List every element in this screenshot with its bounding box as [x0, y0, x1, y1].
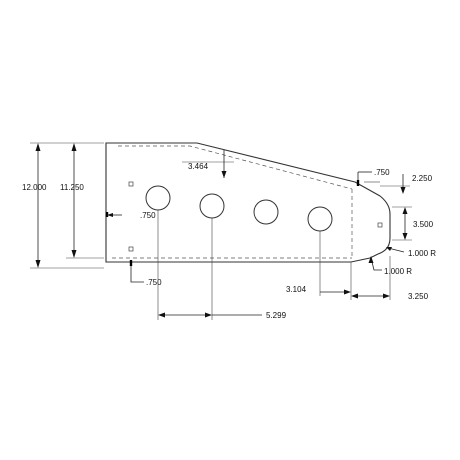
dim-overall-height: 12.000 [22, 142, 104, 269]
label-overall-height: 12.000 [22, 183, 47, 192]
ref-square-upper [128, 181, 134, 187]
label-hole-pitch: 5.299 [266, 311, 287, 320]
hole-4 [307, 206, 333, 232]
label-slope-drop: 3.464 [188, 162, 209, 171]
label-hole-to-edge: 3.104 [286, 285, 307, 294]
label-inner-height: 11.250 [60, 183, 84, 192]
label-bottom-offset: .750 [146, 278, 162, 287]
holes [145, 185, 333, 232]
ref-square-lower [128, 246, 134, 252]
dim-right-end-width: 3.250 [351, 256, 429, 301]
label-left-offset: .750 [140, 211, 156, 220]
reference-marks [128, 181, 383, 252]
ref-square-right [377, 222, 383, 228]
dim-slope-drop: 3.464 [182, 150, 234, 178]
dim-upper-radius: 1.000 R [386, 247, 436, 258]
dim-bottom-offset: .750 [130, 266, 162, 287]
dim-left-offset: .750 [107, 211, 156, 220]
hole-2 [199, 193, 225, 219]
dim-hole-pitch: 5.299 [157, 210, 287, 320]
label-right-end-width: 3.250 [408, 292, 429, 301]
dim-lower-radius: 1.000 R [368, 256, 412, 276]
dim-inner-height: 11.250 [60, 143, 104, 259]
hole-3 [253, 199, 279, 225]
hole-1 [145, 185, 171, 211]
dim-right-step-vertical: 2.250 [364, 174, 433, 194]
label-upper-radius: 1.000 R [408, 249, 436, 258]
part-outline [105, 142, 391, 263]
hidden-lines [112, 145, 353, 259]
dim-right-edge-height: 3.500 [392, 206, 434, 241]
dim-top-right-step: .750 [357, 168, 390, 180]
label-right-edge-height: 3.500 [413, 220, 434, 229]
label-top-right-step: .750 [374, 168, 390, 177]
label-right-step-vertical: 2.250 [412, 174, 433, 183]
label-lower-radius: 1.000 R [384, 267, 412, 276]
dim-hole-to-edge: 3.104 [286, 231, 352, 300]
